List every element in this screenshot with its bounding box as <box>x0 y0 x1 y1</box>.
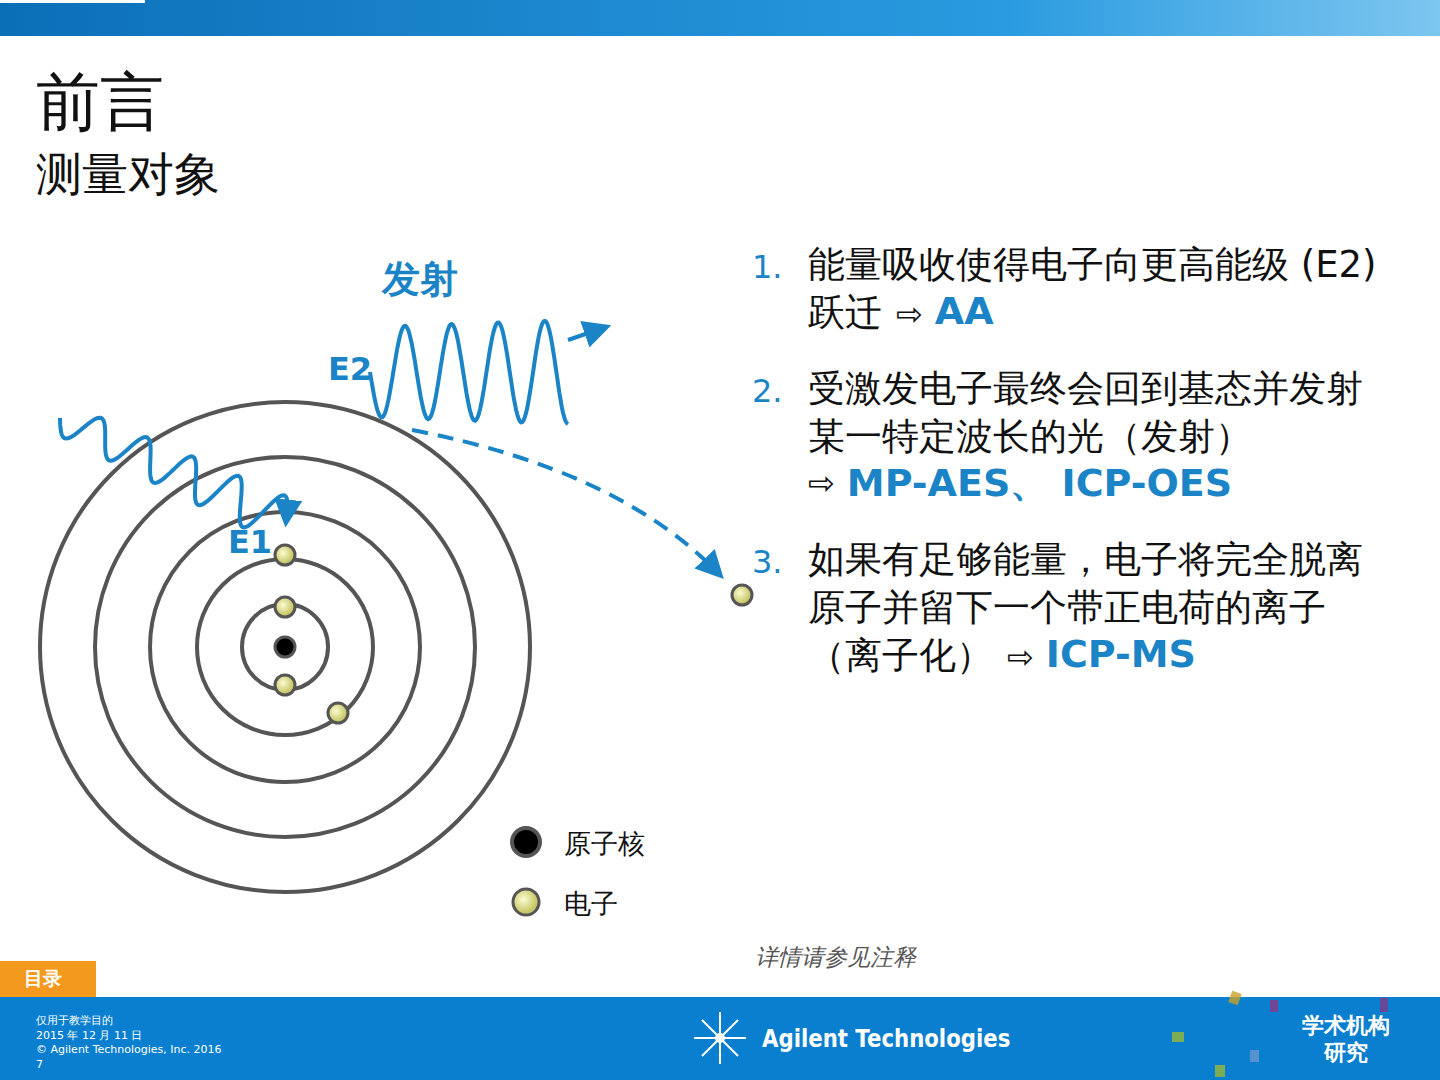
legend-text: 原子核 <box>564 826 645 862</box>
footer-text: 2015 年 12 月 11 日 <box>36 1028 142 1043</box>
technique-name: MP-AES、 ICP-OES <box>847 458 1232 509</box>
slide-title: 前言 <box>36 62 164 142</box>
tab-label: 目录 <box>24 966 62 992</box>
list-text: 能量吸收使得电子向更高能级 (E2) 跃迁 <box>808 241 1378 337</box>
footer-badge: 学术机构 研究 <box>1296 1012 1396 1066</box>
emission-label: 发射 <box>382 254 458 305</box>
energy-level: E2 <box>328 350 372 388</box>
list-text: 受激发电子最终会回到基态并发射某一特定波长的光（发射） <box>808 365 1378 461</box>
note: 详情请参见注释 <box>755 942 916 973</box>
footer-text: 仅用于教学目的 <box>36 1013 113 1028</box>
technique-name: ICP-MS <box>1046 632 1196 676</box>
contents-tab: 目录 <box>0 961 96 997</box>
arrow-symbol: ⇨ <box>896 295 923 333</box>
list-number: 2. <box>752 372 783 410</box>
energy-level: E1 <box>228 523 272 561</box>
list-number: 1. <box>752 248 783 286</box>
arrow-symbol: ⇨ <box>1007 638 1034 676</box>
list-number: 3. <box>752 543 783 581</box>
company-logo-text: Agilent Technologies <box>762 1024 1010 1053</box>
arrow-symbol: ⇨ <box>808 464 835 502</box>
technique-name: AA <box>935 289 994 333</box>
page-number: 7 <box>36 1058 43 1071</box>
footer-text: © Agilent Technologies, Inc. 2016 <box>36 1043 222 1056</box>
subtitle: 测量对象 <box>36 146 220 202</box>
legend-text: 电子 <box>564 886 618 922</box>
